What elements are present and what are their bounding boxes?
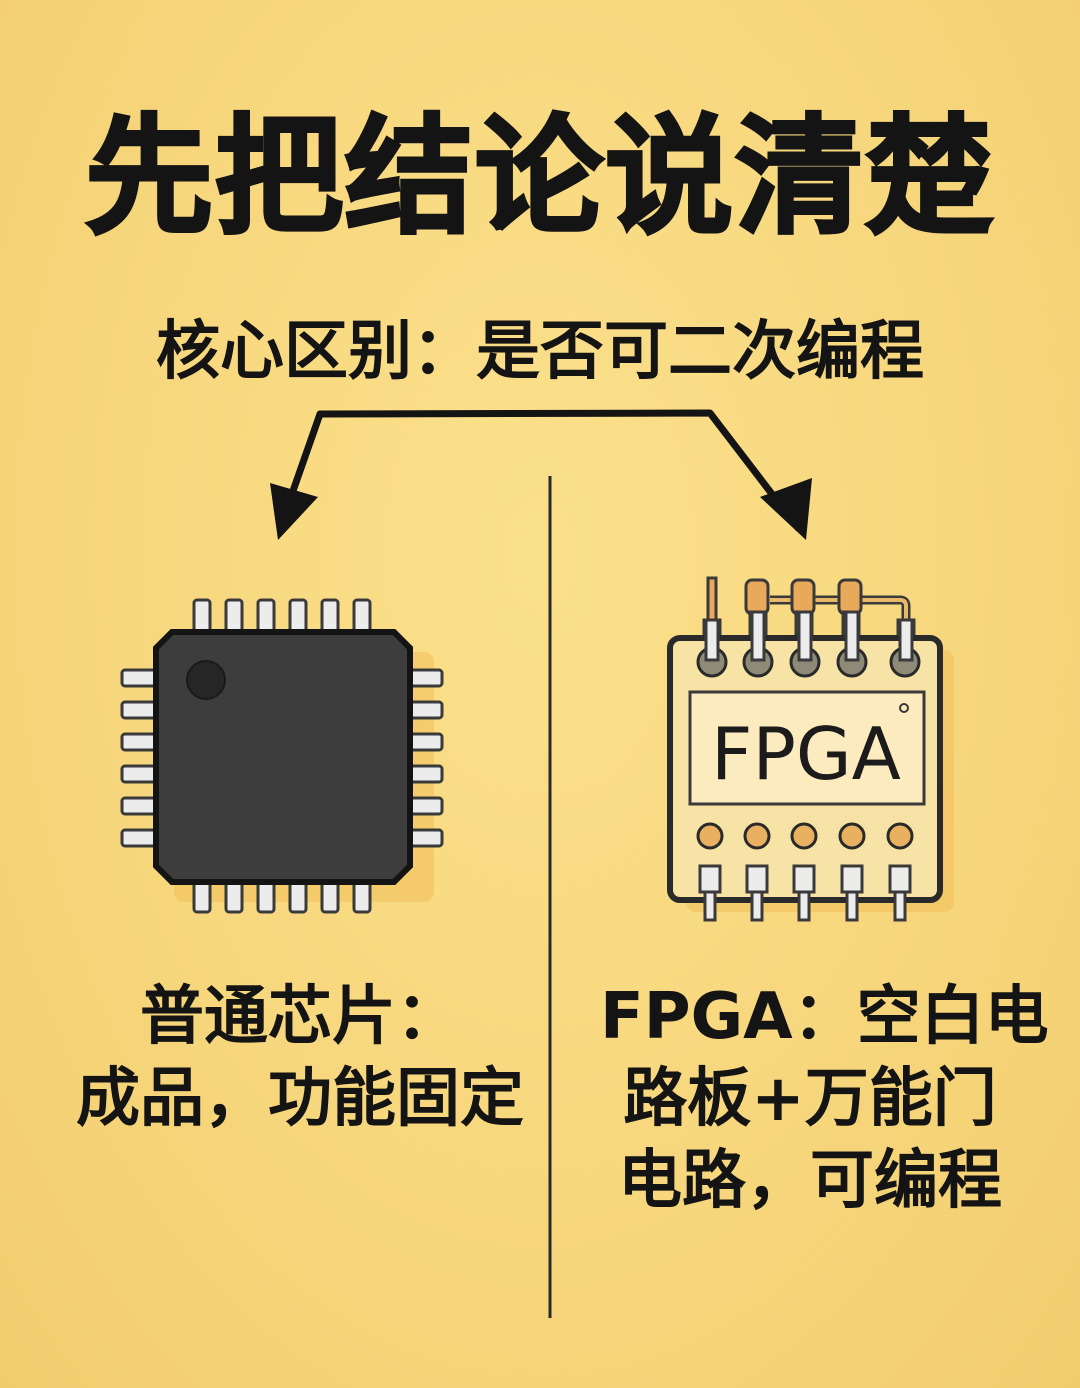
arrow-head-right-icon	[760, 478, 812, 540]
right-caption-line: 电路，可编程	[618, 1144, 1002, 1218]
right-caption: FPGA：空白电 路板+万能门 电路，可编程	[600, 976, 1049, 1222]
fpga-chip-label: FPGA	[711, 712, 901, 796]
left-caption: 普通芯片： 成品，功能固定	[40, 976, 560, 1140]
left-caption-line: 成品，功能固定	[76, 1062, 524, 1136]
right-caption-line: 路板+万能门	[623, 1062, 997, 1136]
page-title: 先把结论说清楚	[83, 103, 995, 252]
arrow-head-left-icon	[270, 483, 318, 540]
right-caption-line: FPGA：空白电	[600, 980, 1049, 1054]
subtitle: 核心区别：是否可二次编程	[156, 315, 924, 389]
left-caption-line: 普通芯片：	[140, 980, 460, 1054]
